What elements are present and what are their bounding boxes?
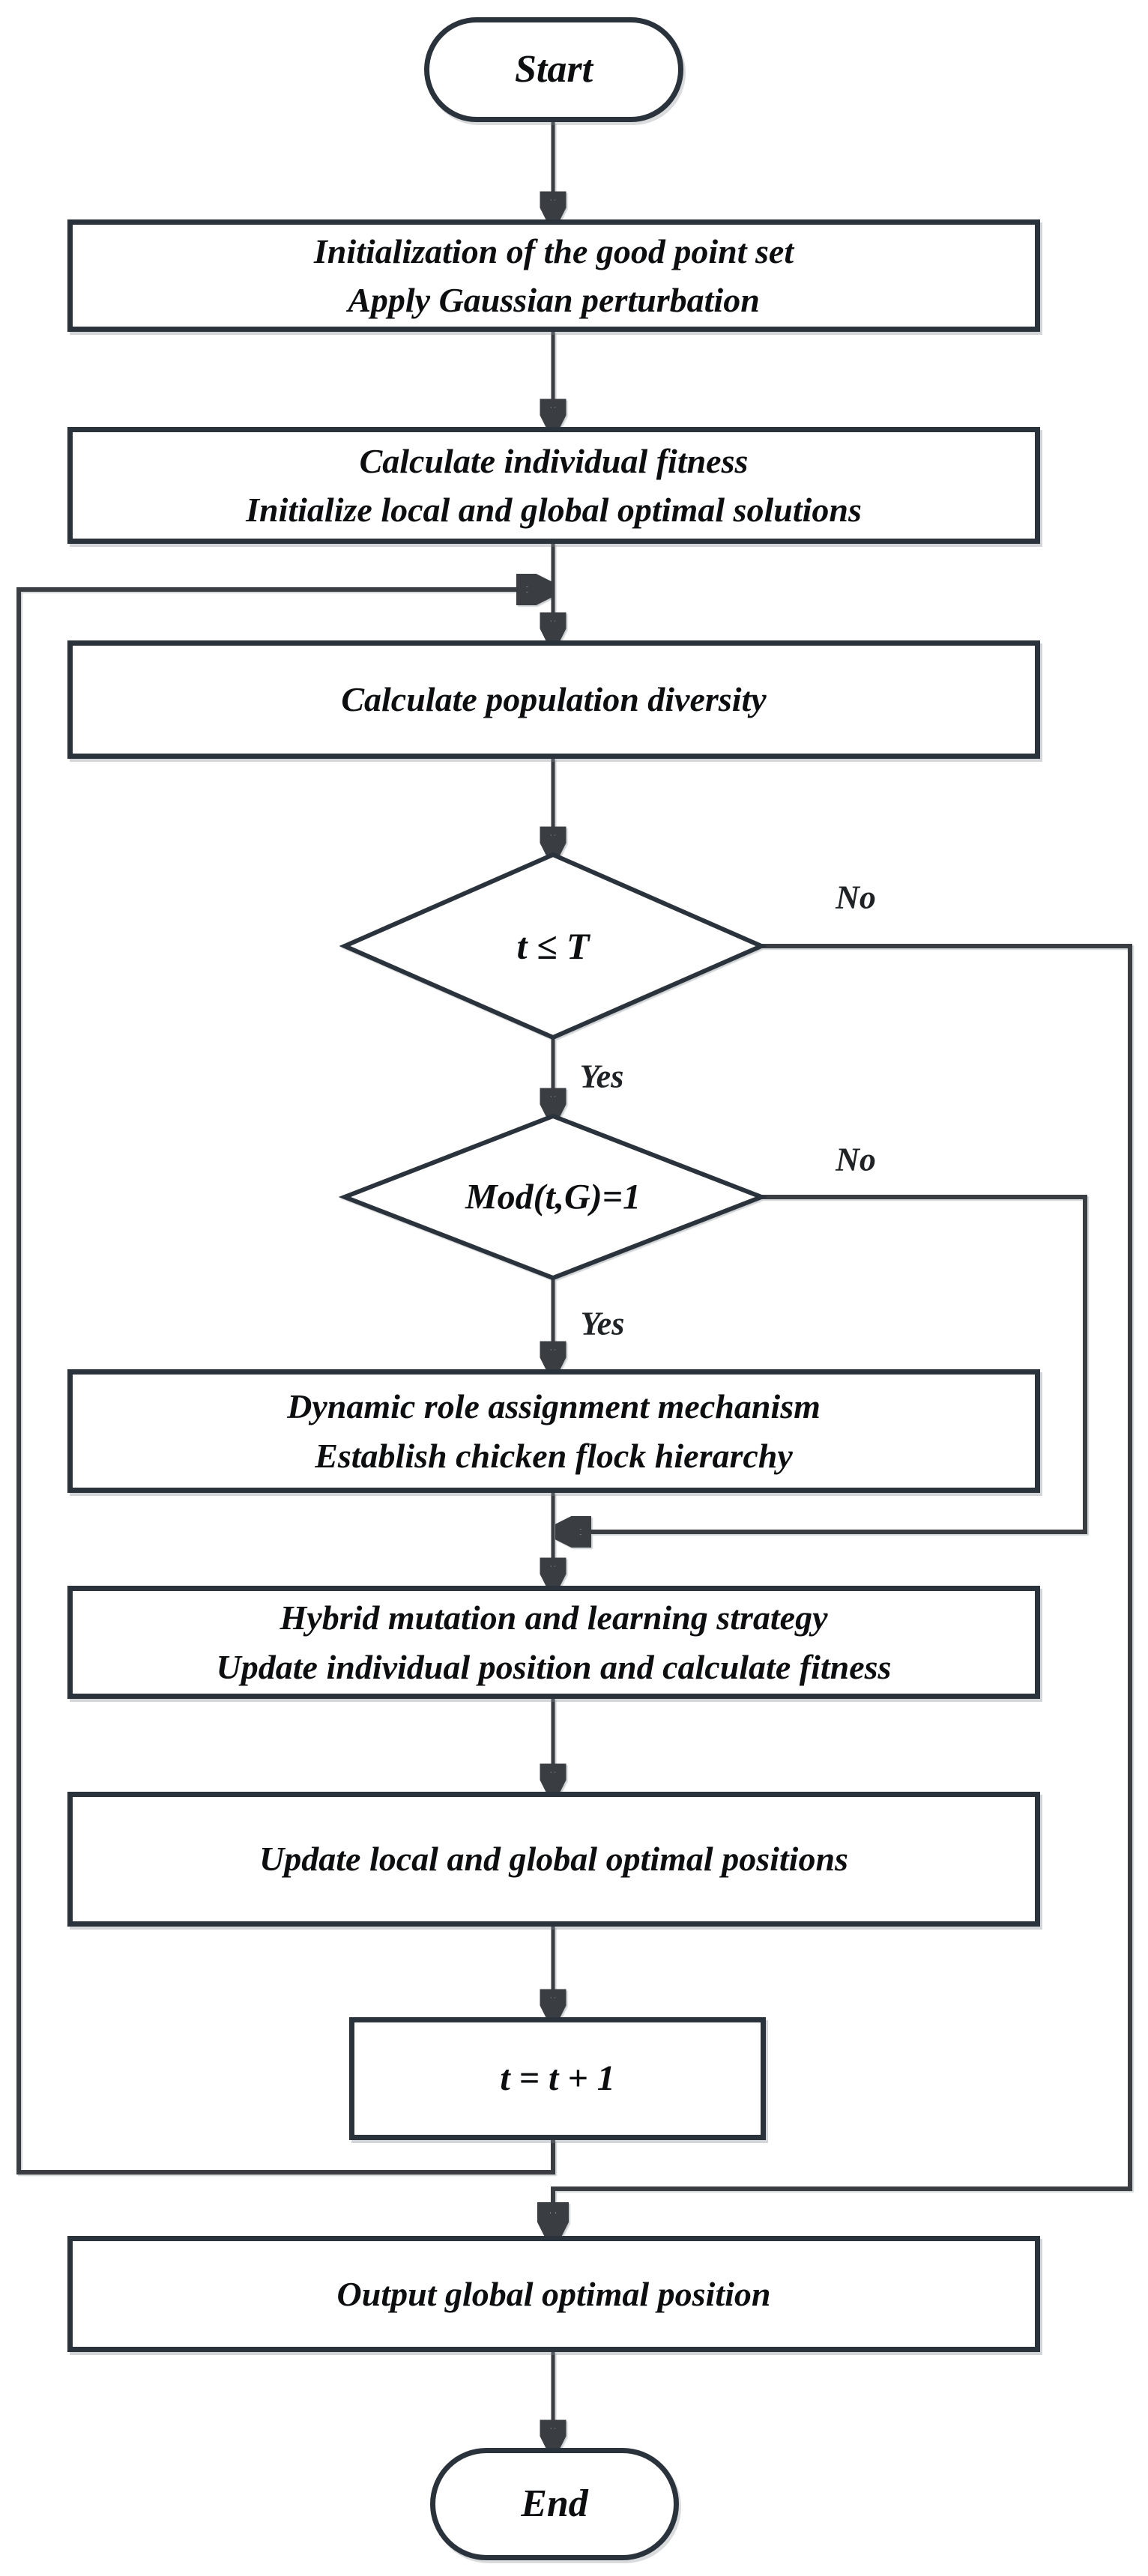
role-assignment-process-box: Dynamic role assignment mechanism Establ… <box>67 1369 1040 1493</box>
end-terminator: End <box>430 2448 679 2560</box>
update-optima-process-box: Update local and global optimal position… <box>67 1792 1040 1927</box>
node-text-line: Initialize local and global optimal solu… <box>246 491 862 529</box>
node-text-line: Calculate individual fitness <box>359 441 749 480</box>
node-text-line: Hybrid mutation and learning strategy <box>280 1598 828 1637</box>
edge-label-no-mod: No <box>836 1141 876 1178</box>
increment-process-box: t = t + 1 <box>349 2017 766 2140</box>
decision-mod-diamond <box>338 1113 768 1281</box>
edge-label-no-iteration: No <box>836 879 876 916</box>
end-label: End <box>521 2482 588 2526</box>
node-text-line: Initialization of the good point set <box>313 231 794 270</box>
node-text-line: Update local and global optimal position… <box>259 1840 848 1879</box>
edge-decision-mod-no <box>559 1195 1087 1532</box>
hybrid-mutation-process-box: Hybrid mutation and learning strategy Up… <box>67 1586 1040 1699</box>
edge-increment-loopback <box>16 590 555 2175</box>
node-text-line: Output global optimal position <box>336 2274 771 2313</box>
edge-decision-t-no <box>553 944 1132 2234</box>
node-text-line: Apply Gaussian perturbation <box>348 281 760 319</box>
node-text-line: t = t + 1 <box>500 2058 615 2098</box>
start-label: Start <box>514 48 593 91</box>
diversity-process-box: Calculate population diversity <box>67 640 1040 759</box>
fitness-process-box: Calculate individual fitness Initialize … <box>67 427 1040 544</box>
decision-mod-label: Mod(t,G)=1 <box>465 1177 641 1217</box>
node-text-line: Calculate population diversity <box>341 680 767 719</box>
decision-t-label: t ≤ T <box>516 925 590 967</box>
node-text-line: Update individual position and calculate… <box>216 1647 892 1686</box>
start-terminator: Start <box>424 17 683 122</box>
output-process-box: Output global optimal position <box>67 2236 1040 2352</box>
decision-t-diamond <box>339 852 767 1040</box>
edge-label-yes-mod: Yes <box>580 1305 625 1342</box>
init-process-box: Initialization of the good point set App… <box>67 219 1040 332</box>
edge-label-yes-iteration: Yes <box>579 1058 624 1095</box>
node-text-line: Dynamic role assignment mechanism <box>287 1387 821 1426</box>
node-text-line: Establish chicken flock hierarchy <box>315 1436 793 1475</box>
